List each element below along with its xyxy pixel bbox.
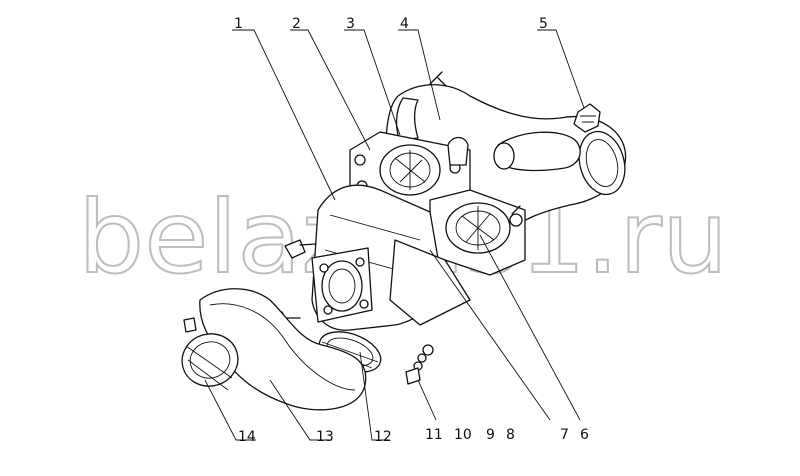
- callout-2: 2: [292, 16, 301, 32]
- callout-4: 4: [400, 16, 409, 32]
- callout-7: 7: [560, 427, 569, 443]
- part-8-11-small-parts: [405, 344, 434, 385]
- callout-10: 10: [454, 427, 472, 443]
- part-flange-lower: [429, 189, 526, 276]
- callout-14: 14: [238, 429, 256, 445]
- leader-lines: [204, 29, 585, 441]
- callout-13: 13: [316, 429, 334, 445]
- callout-5: 5: [539, 16, 548, 32]
- part-small-fitting-upper: [284, 239, 317, 259]
- callout-9: 9: [486, 427, 495, 443]
- callout-12: 12: [374, 429, 392, 445]
- callout-3: 3: [346, 16, 355, 32]
- part-outlet-plate: [311, 247, 373, 323]
- part-14-clamp: [181, 317, 239, 391]
- part-5-fitting: [493, 103, 601, 172]
- callout-11: 11: [425, 427, 443, 443]
- callout-6: 6: [580, 427, 589, 443]
- callout-1: 1: [234, 16, 243, 32]
- callout-8: 8: [506, 427, 515, 443]
